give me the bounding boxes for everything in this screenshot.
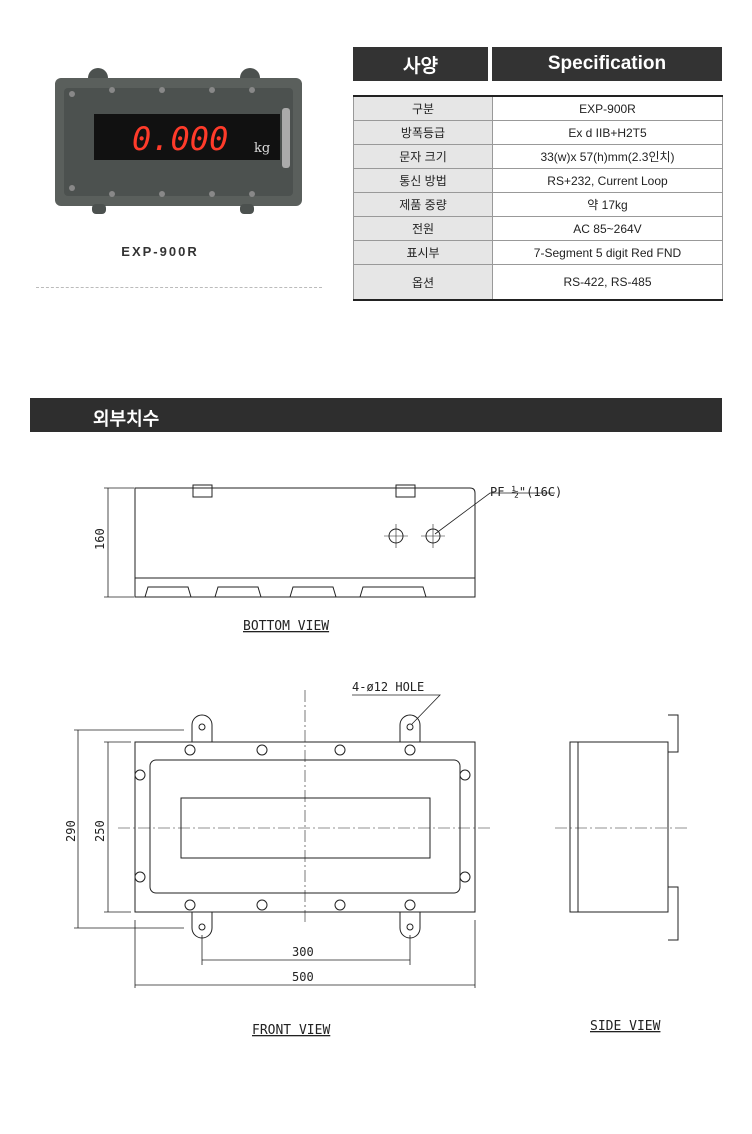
- dim-290: 290: [64, 820, 78, 842]
- display-value: 0.000: [132, 120, 228, 158]
- front-view-drawing: 290 250 300 500 4-ø12 HOLE FRONT VIEW: [64, 680, 490, 1038]
- dim-250: 250: [93, 820, 107, 842]
- spec-value: AC 85~264V: [492, 216, 723, 241]
- dim-300: 300: [292, 945, 314, 959]
- spec-label: 표시부: [353, 240, 493, 265]
- spec-label: 통신 방법: [353, 168, 493, 193]
- spec-label: 구분: [353, 95, 493, 121]
- spec-header-en: Specification: [492, 47, 722, 81]
- spec-label: 전원: [353, 216, 493, 241]
- spec-value: EXP-900R: [492, 95, 723, 121]
- bottom-view-label: BOTTOM VIEW: [243, 619, 329, 634]
- spec-value: RS+232, Current Loop: [492, 168, 723, 193]
- section-dimensions-title: 외부치수: [30, 398, 722, 432]
- divider: [36, 287, 322, 288]
- spec-label: 방폭등급: [353, 120, 493, 145]
- product-model-label: EXP-900R: [121, 244, 199, 259]
- display-unit: kg: [254, 141, 270, 156]
- hole-note: 4-ø12 HOLE: [352, 680, 424, 694]
- side-view-drawing: SIDE VIEW: [555, 714, 690, 1034]
- port-note: PF ½"(16C): [490, 485, 562, 499]
- spec-label: 문자 크기: [353, 144, 493, 169]
- dim-500: 500: [292, 970, 314, 984]
- spec-value: 33(w)x 57(h)mm(2.3인치): [492, 144, 723, 169]
- bottom-view-drawing: 160 PF ½"(16C) BOTTOM VIEW: [93, 484, 562, 634]
- spec-value: 7-Segment 5 digit Red FND: [492, 240, 723, 265]
- bottom-height-dim: 160: [93, 528, 107, 550]
- spec-value: Ex d IIB+H2T5: [492, 120, 723, 145]
- spec-value: RS-422, RS-485: [492, 264, 723, 301]
- indicator-device-illustration: 0.000 kg: [55, 68, 302, 214]
- side-view-label: SIDE VIEW: [590, 1019, 661, 1034]
- spec-label: 제품 중량: [353, 192, 493, 217]
- spec-label: 옵션: [353, 264, 493, 301]
- front-view-label: FRONT VIEW: [252, 1023, 330, 1038]
- section-title: 외부치수: [93, 409, 160, 429]
- dimension-drawings: 160 PF ½"(16C) BOTTOM VIEW 290 250 300 5…: [64, 484, 690, 1038]
- spec-header-ko: 사양: [353, 47, 488, 81]
- product-image: 0.000 kg: [52, 68, 305, 216]
- spec-value: 약 17kg: [492, 192, 723, 217]
